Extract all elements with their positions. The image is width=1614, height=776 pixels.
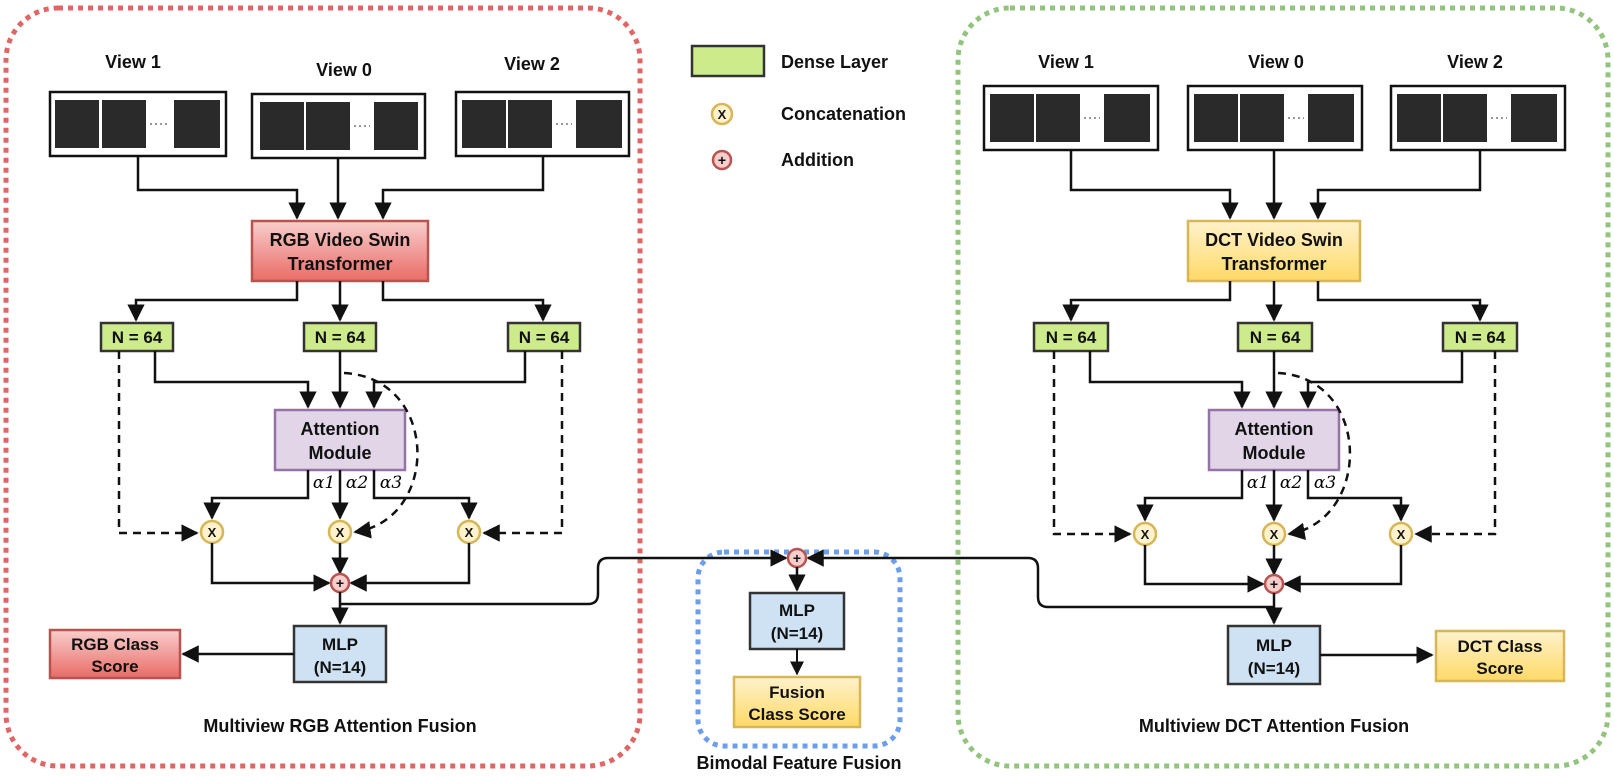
rgb-view0-label: View 0	[316, 60, 372, 80]
rgb-class-score-line2: Score	[91, 657, 138, 676]
rgb-transformer-line2: Transformer	[287, 254, 392, 274]
dct-view0-label: View 0	[1248, 52, 1304, 72]
rgb-mlp-line1: MLP	[322, 635, 358, 654]
dct-view2-label: View 2	[1447, 52, 1503, 72]
rgb-group-border	[3, 5, 643, 769]
dct-concat-0-symbol: X	[1270, 527, 1279, 542]
legend-dense-label: Dense Layer	[781, 52, 888, 72]
rgb-alpha-3: α3	[380, 473, 402, 493]
rgb-attention-line2: Module	[309, 443, 372, 463]
rgb-dense-1-label: N = 64	[112, 328, 163, 347]
dct-concat-2-symbol: X	[1397, 527, 1406, 542]
dct-view1-label: View 1	[1038, 52, 1094, 72]
rgb-view2-label: View 2	[504, 54, 560, 74]
fusion-group-title: Bimodal Feature Fusion	[696, 753, 901, 773]
fusion-branch: + MLP (N=14) Fusion Class Score Bimodal …	[340, 547, 1274, 773]
legend-add-symbol: +	[718, 152, 726, 168]
legend-concat-icon	[710, 102, 734, 126]
dct-alpha-3: α3	[1314, 473, 1336, 493]
dct-view1-frames	[982, 84, 1160, 152]
dct-attention-line2: Module	[1243, 443, 1306, 463]
legend: Dense Layer X Concatenation + Addition	[690, 44, 906, 171]
rgb-alpha-1: α1	[313, 473, 335, 493]
rgb-transformer-line1: RGB Video Swin	[270, 230, 411, 250]
dct-branch: View 1 View 0 View 2 DCT Video Swin Tran…	[982, 52, 1567, 736]
rgb-mlp-line2: (N=14)	[314, 658, 366, 677]
rgb-concat-1-symbol: X	[208, 525, 217, 540]
fusion-add-symbol: +	[793, 550, 801, 566]
legend-dense-swatch	[690, 44, 766, 78]
rgb-dense-2-label: N = 64	[519, 328, 570, 347]
fusion-class-score-line2: Class Score	[748, 705, 845, 724]
rgb-view0-frames	[250, 92, 427, 160]
rgb-concat-2-symbol: X	[465, 525, 474, 540]
dct-transformer-line2: Transformer	[1221, 254, 1326, 274]
fusion-class-score-line1: Fusion	[769, 683, 825, 702]
dct-dense-2-label: N = 64	[1455, 328, 1506, 347]
rgb-concat-0-symbol: X	[336, 525, 345, 540]
legend-add-icon	[711, 149, 733, 171]
dct-view2-frames	[1389, 84, 1567, 152]
rgb-dense-2	[506, 321, 582, 353]
rgb-mlp-box	[292, 624, 388, 684]
rgb-class-score-box	[48, 628, 182, 680]
rgb-class-score-line1: RGB Class	[71, 635, 159, 654]
rgb-view1-label: View 1	[105, 52, 161, 72]
dct-group-title: Multiview DCT Attention Fusion	[1139, 716, 1409, 736]
legend-concat-symbol: X	[718, 107, 727, 122]
dct-class-score-box	[1434, 629, 1566, 683]
rgb-attention-box	[273, 408, 407, 472]
dct-transformer-box	[1186, 219, 1362, 283]
rgb-view2-frames	[454, 90, 631, 158]
dct-concat-1-symbol: X	[1141, 527, 1150, 542]
dct-mlp-line1: MLP	[1256, 636, 1292, 655]
rgb-branch: View 1 View 0 View 2 RGB Video Swin T	[48, 52, 631, 736]
dct-dense-2	[1441, 321, 1519, 353]
rgb-attention-line1: Attention	[301, 419, 380, 439]
dct-group-border	[955, 5, 1611, 769]
fusion-mlp-line2: (N=14)	[771, 624, 823, 643]
dct-attention-box	[1207, 408, 1341, 472]
dct-alpha-1: α1	[1247, 473, 1269, 493]
dct-dense-1-label: N = 64	[1046, 328, 1097, 347]
dct-attention-line1: Attention	[1235, 419, 1314, 439]
legend-concat-label: Concatenation	[781, 104, 906, 124]
dct-dense-0-label: N = 64	[1250, 328, 1301, 347]
rgb-group-title: Multiview RGB Attention Fusion	[203, 716, 476, 736]
dct-class-score-line1: DCT Class	[1457, 637, 1542, 656]
dct-alpha-2: α2	[1280, 473, 1302, 493]
rgb-add-symbol: +	[336, 575, 344, 591]
dct-mlp-box	[1226, 624, 1322, 686]
fusion-class-score-box	[732, 675, 862, 729]
dct-add-symbol: +	[1270, 576, 1278, 592]
rgb-dense-1	[99, 321, 175, 353]
dct-dense-1	[1032, 321, 1110, 353]
dct-class-score-line2: Score	[1476, 659, 1523, 678]
legend-add-label: Addition	[781, 150, 854, 170]
rgb-alpha-2: α2	[346, 473, 368, 493]
rgb-dense-0-label: N = 64	[315, 328, 366, 347]
rgb-view1-frames	[48, 90, 228, 158]
dct-view0-frames	[1186, 84, 1364, 152]
dct-dense-0	[1236, 321, 1314, 353]
fusion-mlp-line1: MLP	[779, 601, 815, 620]
dct-transformer-line1: DCT Video Swin	[1205, 230, 1343, 250]
dct-mlp-line2: (N=14)	[1248, 659, 1300, 678]
